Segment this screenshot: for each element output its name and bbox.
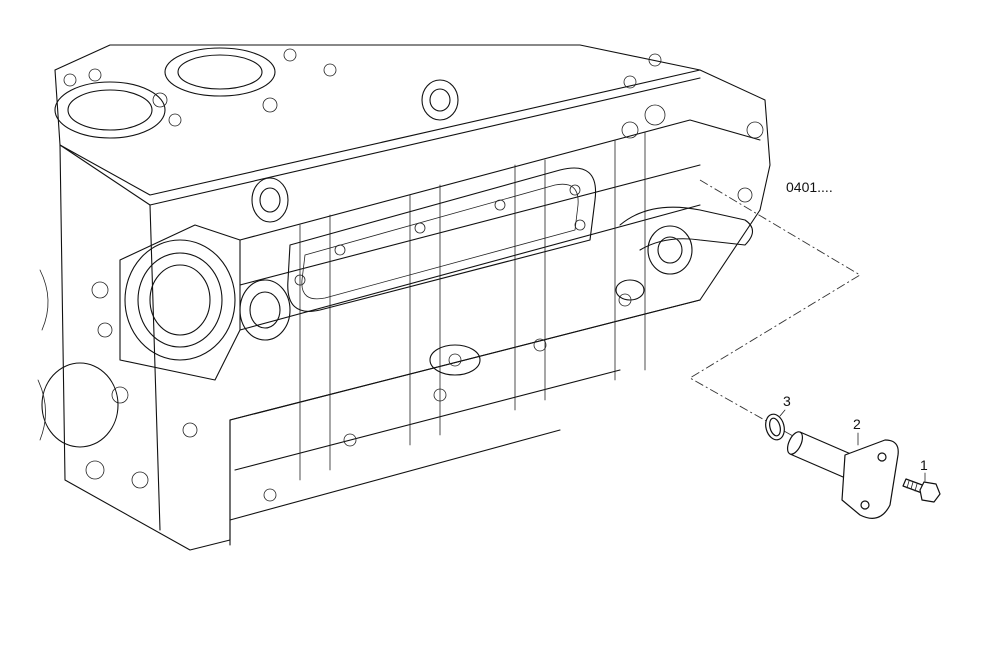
part-3-o-ring [765,413,785,441]
callout-1: 1 [920,457,928,473]
leader-line-dashed [689,179,861,441]
callout-3-leader [779,409,786,417]
reference-label: 0401.... [786,179,833,195]
part-2-flanged-pipe [786,431,899,519]
callout-2: 2 [853,416,861,432]
callout-3: 3 [783,393,791,409]
part-1-bolt [902,478,941,503]
engine-block-drawing [37,44,771,551]
